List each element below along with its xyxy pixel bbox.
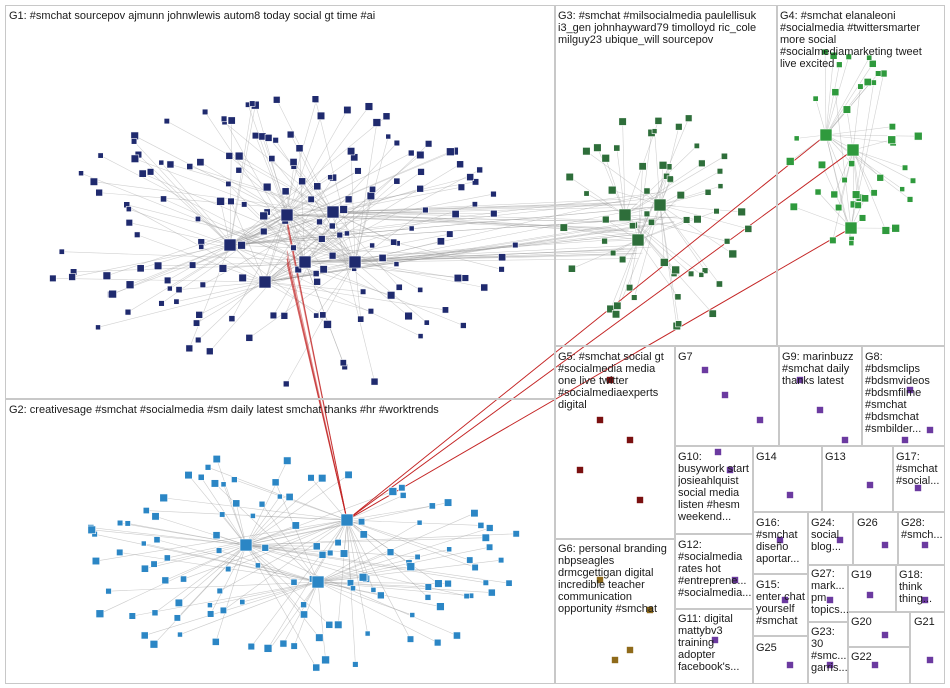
group-label-g19: G19 xyxy=(851,569,881,581)
group-label-g7: G7 xyxy=(678,351,708,363)
group-label-g18: G18: think thing... xyxy=(899,569,945,605)
group-panel-g1 xyxy=(5,5,555,399)
group-label-g2: G2: creativesage #smchat #socialmedia #s… xyxy=(9,404,549,416)
group-label-g23: G23: 30 #smc... garris... xyxy=(811,626,848,674)
group-panel-g2 xyxy=(5,399,555,684)
group-label-g3: G3: #smchat #milsocialmedia paulellisuk … xyxy=(558,10,776,46)
group-label-g26: G26 xyxy=(857,517,887,529)
group-label-g14: G14 xyxy=(756,451,786,463)
group-label-g5: G5: #smchat social gt #socialmedia media… xyxy=(558,351,674,411)
group-label-g11: G11: digital mattybv3 training adopter f… xyxy=(678,613,753,673)
group-label-g13: G13 xyxy=(825,451,855,463)
group-label-g10: G10: busywork start josieahlquist social… xyxy=(678,451,753,523)
group-label-g1: G1: #smchat sourcepov ajmunn johnwlewis … xyxy=(9,10,549,22)
group-label-g25: G25 xyxy=(756,642,786,654)
group-label-g28: G28: #smch... xyxy=(901,517,945,541)
group-label-g15: G15: enter chat yourself #smchat xyxy=(756,579,808,627)
group-label-g4: G4: #smchat elanaleoni #socialmedia #twi… xyxy=(780,10,944,70)
group-panel-g3 xyxy=(555,5,777,346)
group-label-g17: G17: #smchat #social... xyxy=(896,451,945,487)
group-label-g27: G27: mark... pm topics... xyxy=(811,568,848,616)
group-label-g12: G12: #socialmedia rates hot #entreprene.… xyxy=(678,539,753,599)
group-label-g16: G16: #smchat diseño aportar... xyxy=(756,517,808,565)
group-label-g6: G6: personal branding nbpseagles drmcget… xyxy=(558,543,674,615)
group-label-g8: G8: #bdsmclips #bdsmvideos #bdsmfilme #s… xyxy=(865,351,945,435)
group-label-g21: G21 xyxy=(914,616,944,628)
group-label-g24: G24: social blog... xyxy=(811,517,853,553)
group-label-g20: G20 xyxy=(851,616,881,628)
group-label-g9: G9: marinbuzz #smchat daily thanks lates… xyxy=(782,351,862,387)
group-label-g22: G22 xyxy=(851,651,881,663)
